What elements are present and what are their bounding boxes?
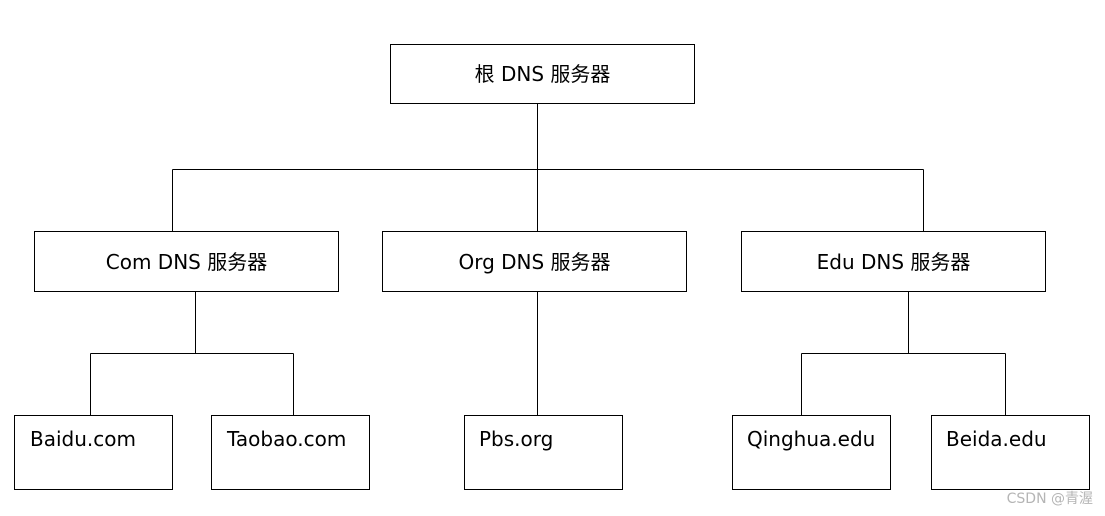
com-dns-server-box: Com DNS 服务器 <box>34 231 339 292</box>
domain-label-qinghua: Qinghua.edu <box>747 427 876 451</box>
domain-box-baidu: Baidu.com <box>14 415 173 490</box>
watermark-text: CSDN @青渥 <box>1006 491 1093 507</box>
domain-box-pbs: Pbs.org <box>464 415 623 490</box>
domain-box-qinghua: Qinghua.edu <box>732 415 891 490</box>
domain-label-pbs: Pbs.org <box>479 427 554 451</box>
org-dns-server-box: Org DNS 服务器 <box>382 231 687 292</box>
domain-box-beida: Beida.edu <box>931 415 1090 490</box>
root-dns-server-label: 根 DNS 服务器 <box>474 62 611 86</box>
root-dns-server-box: 根 DNS 服务器 <box>390 44 695 104</box>
com-dns-server-label: Com DNS 服务器 <box>105 249 268 274</box>
domain-label-beida: Beida.edu <box>946 427 1047 451</box>
edu-dns-server-label: Edu DNS 服务器 <box>816 249 971 274</box>
domain-label-baidu: Baidu.com <box>30 427 136 451</box>
org-dns-server-label: Org DNS 服务器 <box>458 249 611 274</box>
domain-label-taobao: Taobao.com <box>227 427 347 451</box>
domain-box-taobao: Taobao.com <box>211 415 370 490</box>
edu-dns-server-box: Edu DNS 服务器 <box>741 231 1046 292</box>
